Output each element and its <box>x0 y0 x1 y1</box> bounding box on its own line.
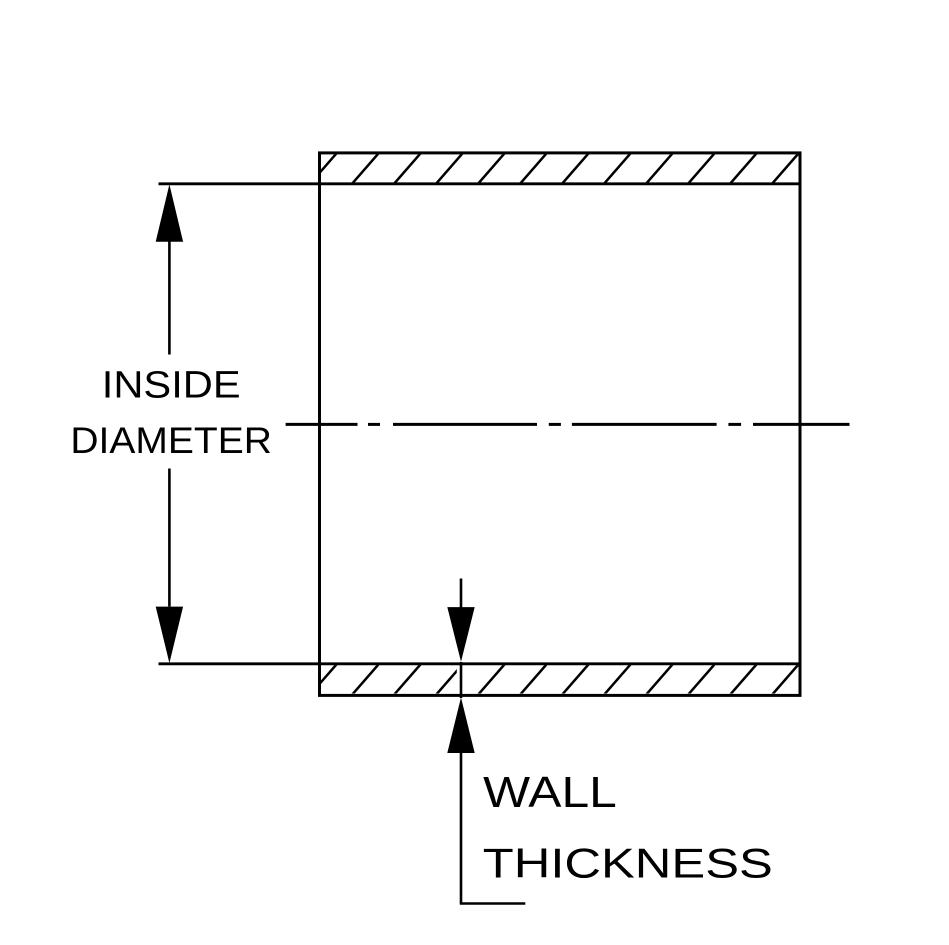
svg-text:INSIDE: INSIDE <box>102 364 241 406</box>
svg-text:THICKNESS: THICKNESS <box>483 839 773 886</box>
svg-text:DIAMETER: DIAMETER <box>70 420 272 461</box>
svg-text:WALL: WALL <box>483 769 617 817</box>
